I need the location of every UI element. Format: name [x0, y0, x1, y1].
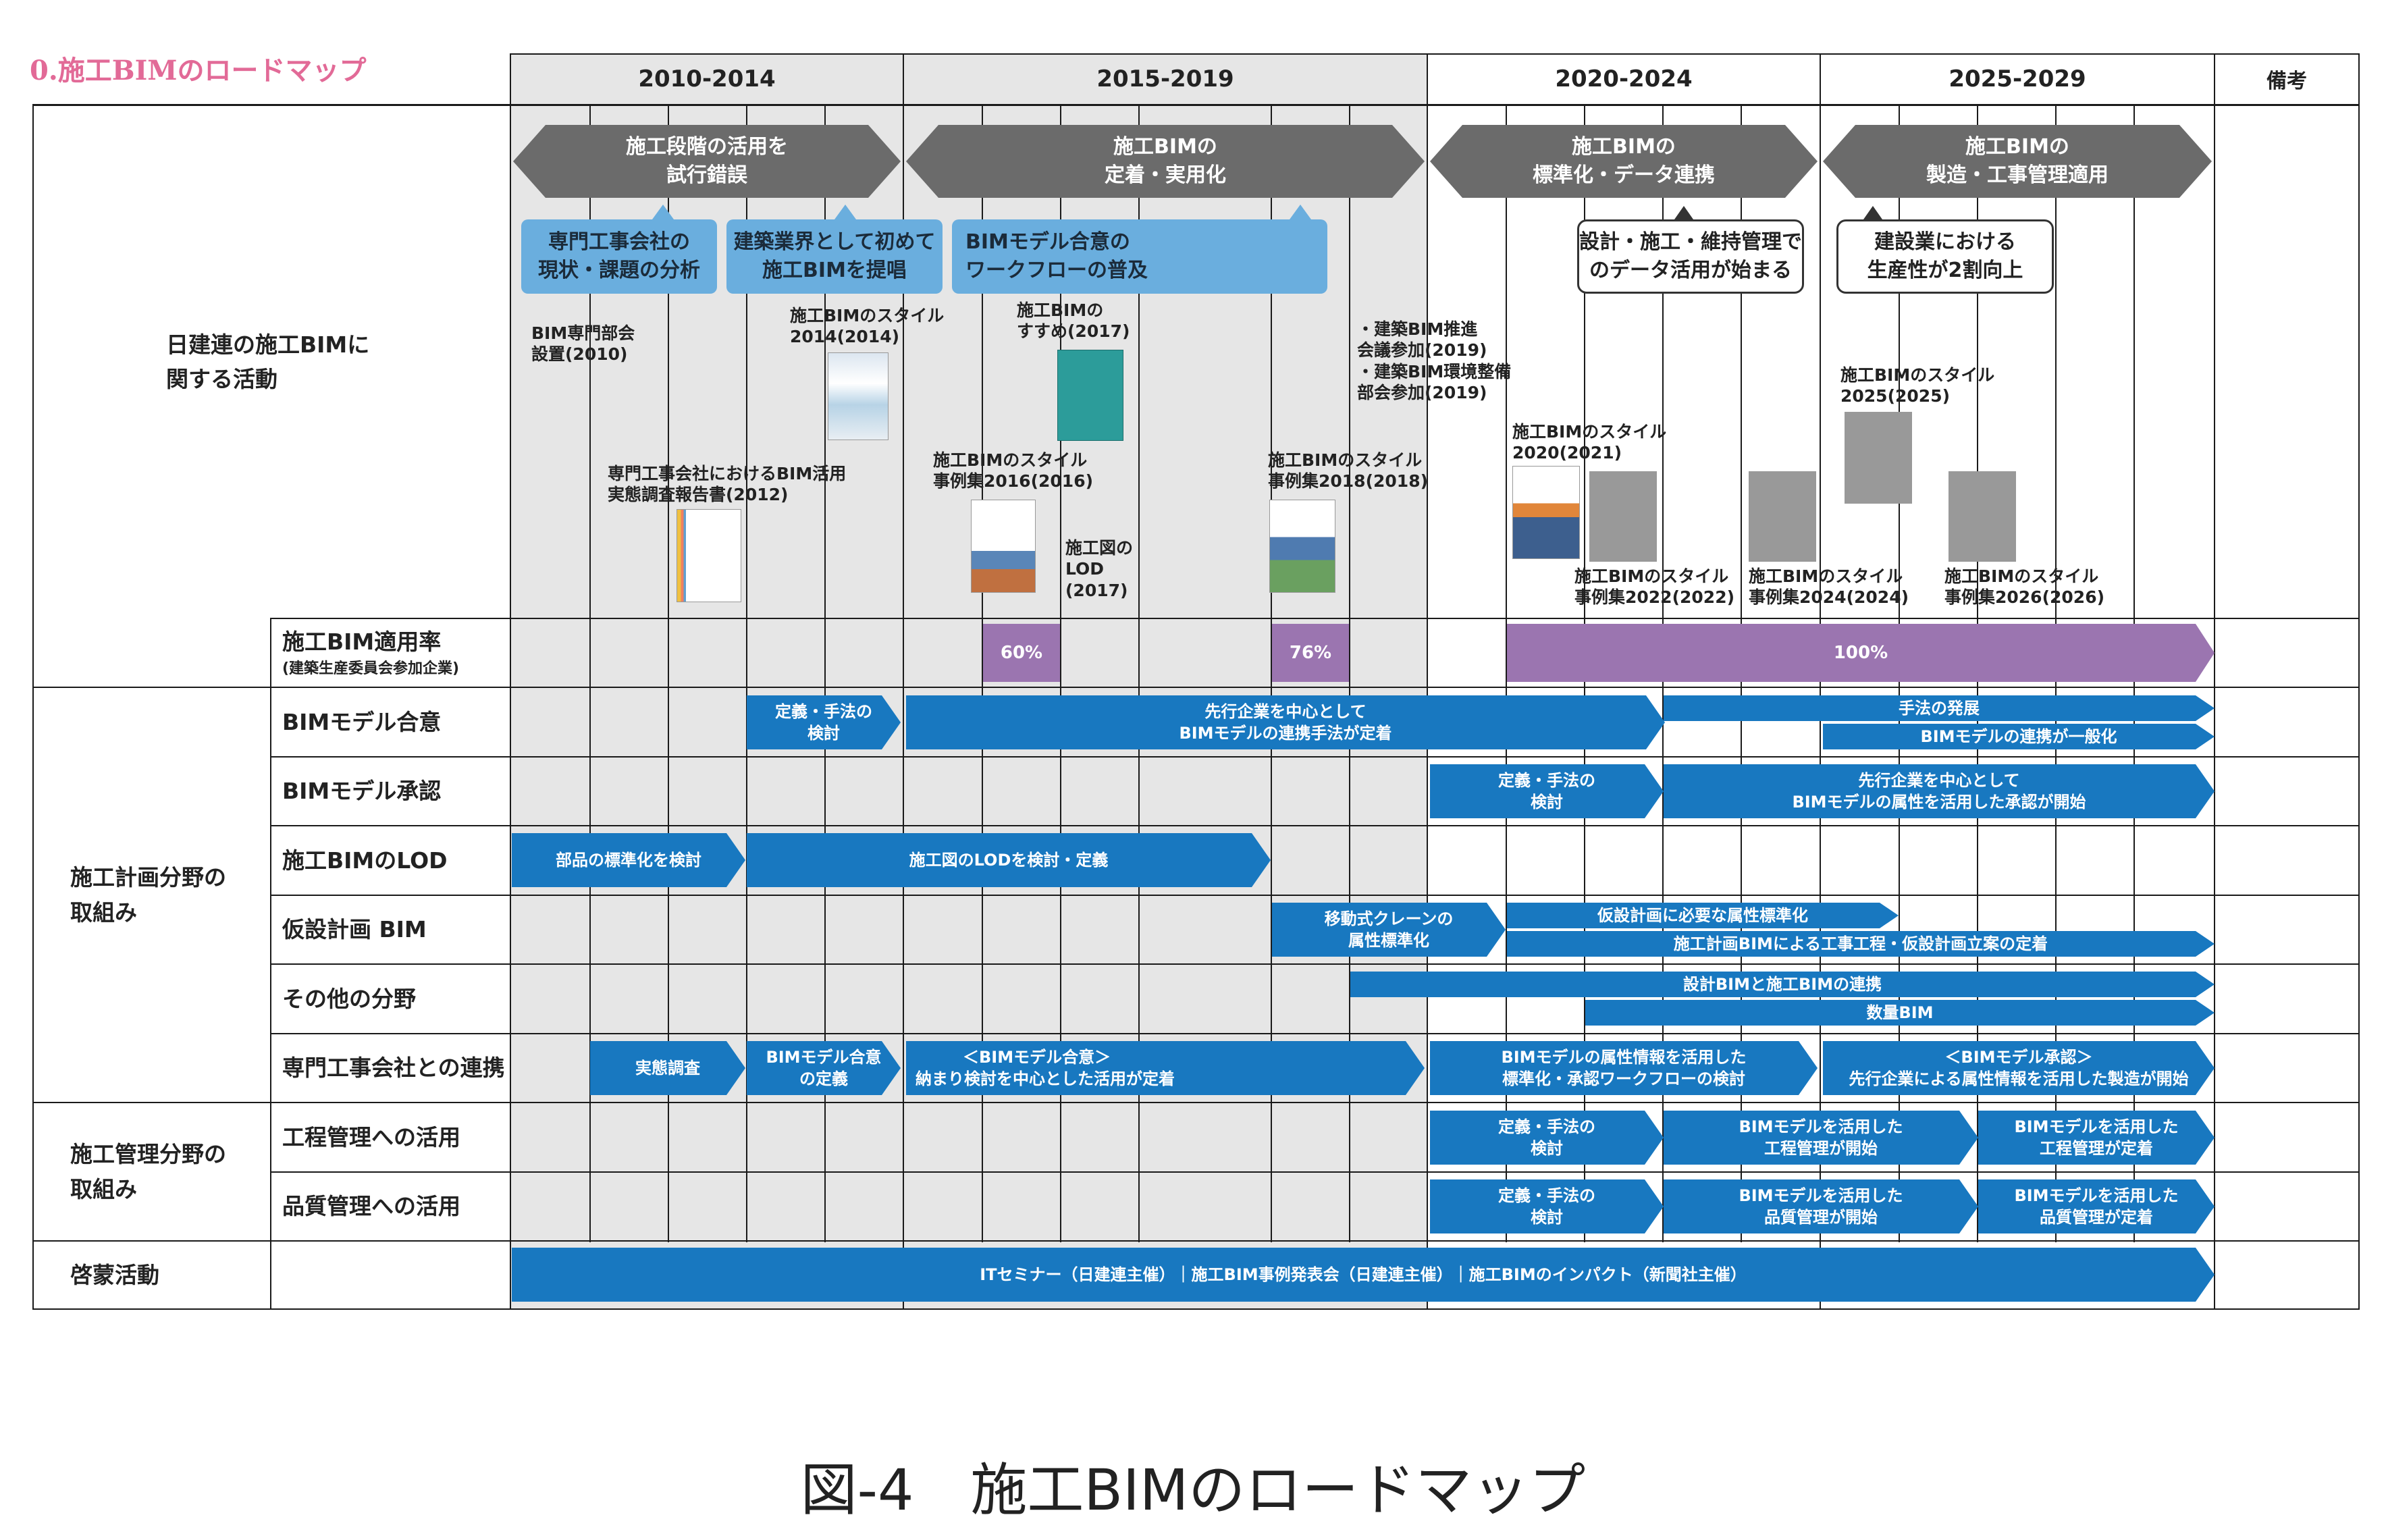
bar-sub-survey: 実態調査: [590, 1041, 745, 1095]
annotation-jirei2024: 施工BIMのスタイル事例集2024(2024): [1749, 566, 1909, 608]
annotation-jittai: 専門工事会社におけるBIM活用実態調査報告書(2012): [608, 464, 847, 505]
adoption-rate-2018: 76%: [1272, 624, 1349, 682]
figure-caption: 図-4 施工BIMのロードマップ: [800, 1457, 1586, 1523]
bar-quality-established: BIMモデルを活用した品質管理が定着: [1978, 1179, 2215, 1233]
header-2010-2014: 2010-2014: [638, 65, 776, 92]
annotation-suishin: ・建築BIM推進会議参加(2019)・建築BIM環境整備部会参加(2019): [1357, 319, 1512, 402]
bar-agree-general: BIMモデルの連携が一般化: [1823, 724, 2215, 749]
phase-arrow-standardize: 施工BIMの標準化・データ連携: [1430, 125, 1818, 198]
adoption-rate-2020: 100%: [1507, 624, 2215, 682]
bubble-workflow: BIMモデル合意のワークフローの普及: [952, 219, 1327, 294]
row-model-approve: BIMモデル承認: [282, 778, 442, 805]
annotation-bim-bukai: BIM専門部会設置(2010): [531, 323, 635, 365]
bar-other-quantity: 数量BIM: [1585, 1000, 2215, 1026]
bubble-data-usage: 設計・施工・維持管理でのデータ活用が始まる: [1577, 219, 1804, 294]
outline-bubble-tail: [1863, 206, 1882, 219]
phase-arrow-trial: 施工段階の活用を試行錯誤: [513, 125, 901, 198]
bar-lod-standardize: 部品の標準化を検討: [512, 833, 745, 887]
row-schedule: 工程管理への活用: [282, 1123, 460, 1150]
bubble-tail: [652, 205, 674, 219]
bar-sub-attribute-workflow: BIMモデルの属性情報を活用した標準化・承認ワークフローの検討: [1430, 1041, 1818, 1095]
header-2020-2024: 2020-2024: [1555, 65, 1693, 92]
header-2025-2029: 2025-2029: [1948, 65, 2086, 92]
bar-temp-crane: 移動式クレーンの属性標準化: [1272, 903, 1506, 957]
bar-sub-agree-define: BIMモデル合意の定義: [747, 1041, 901, 1095]
row-subcontractor: 専門工事会社との連携: [282, 1055, 505, 1082]
bar-temp-attributes: 仮設計画に必要な属性標準化: [1507, 903, 1899, 928]
outline-bubble-tail: [1674, 206, 1693, 219]
header-2015-2019: 2015-2019: [1096, 65, 1234, 92]
bar-sub-manufacture: ＜BIMモデル承認＞先行企業による属性情報を活用した製造が開始: [1823, 1041, 2215, 1095]
bubble-tail: [834, 205, 856, 219]
bar-agree-define: 定義・手法の検討: [747, 695, 901, 749]
phase-arrow-establish: 施工BIMの定着・実用化: [906, 125, 1425, 198]
annotation-jirei2022: 施工BIMのスタイル事例集2022(2022): [1574, 566, 1735, 608]
placeholder-jirei2022: [1589, 471, 1657, 562]
bar-approve-define: 定義・手法の検討: [1430, 764, 1664, 818]
cover-image-style2020: [1512, 466, 1580, 559]
row-lod: 施工BIMのLOD: [282, 847, 448, 874]
row-quality: 品質管理への活用: [282, 1193, 460, 1220]
cover-image-susume: [1057, 350, 1123, 441]
bubble-analysis: 専門工事会社の現状・課題の分析: [521, 219, 717, 294]
bar-quality-start: BIMモデルを活用した品質管理が開始: [1664, 1179, 1978, 1233]
annotation-jirei2026: 施工BIMのスタイル事例集2026(2026): [1944, 566, 2105, 608]
header-notes: 備考: [2266, 70, 2307, 93]
bubble-tail: [1290, 205, 1311, 219]
cover-image-jirei2016: [971, 500, 1036, 593]
group-awareness: 啓蒙活動: [70, 1261, 159, 1288]
bar-quality-define: 定義・手法の検討: [1430, 1179, 1664, 1233]
bar-schedule-start: BIMモデルを活用した工程管理が開始: [1664, 1111, 1978, 1165]
bar-sub-fit-check: ＜BIMモデル合意＞納まり検討を中心とした活用が定着: [906, 1041, 1425, 1095]
cover-image-style2014: [828, 352, 889, 440]
row-model-agree: BIMモデル合意: [282, 708, 442, 735]
group-nikkenren: 日建連の施工BIMに関する活動: [166, 331, 370, 392]
bar-agree-evolve: 手法の発展: [1664, 695, 2215, 721]
group-management: 施工管理分野の取組み: [70, 1141, 226, 1202]
placeholder-jirei2026: [1948, 471, 2016, 562]
bar-awareness: ITセミナー（日建連主催）｜施工BIM事例発表会（日建連主催）｜施工BIMのイン…: [512, 1248, 2215, 1302]
annotation-jirei2018: 施工BIMのスタイル事例集2018(2018): [1268, 450, 1429, 492]
row-temporary: 仮設計画 BIM: [282, 916, 427, 943]
group-planning: 施工計画分野の取組み: [70, 864, 226, 926]
bar-schedule-established: BIMモデルを活用した工程管理が定着: [1978, 1111, 2215, 1165]
cover-image-jittai: [677, 509, 741, 602]
bar-temp-planning: 施工計画BIMによる工事工程・仮設計画立案の定着: [1507, 931, 2215, 957]
bar-schedule-define: 定義・手法の検討: [1430, 1111, 1664, 1165]
bubble-propose: 建築業界として初めて施工BIMを提唱: [726, 219, 943, 294]
annotation-jirei2016: 施工BIMのスタイル事例集2016(2016): [933, 450, 1094, 492]
placeholder-style2025: [1845, 412, 1912, 504]
bubble-productivity: 建設業における生産性が2割向上: [1836, 219, 2054, 294]
placeholder-jirei2024: [1749, 471, 1816, 562]
page-title: 0.施工BIMのロードマップ: [30, 55, 367, 86]
bar-other-design-link: 設計BIMと施工BIMの連携: [1350, 972, 2215, 997]
annotation-susume: 施工BIMのすすめ(2017): [1017, 300, 1130, 342]
row-adoption-rate: 施工BIM適用率(建築生産委員会参加企業): [282, 629, 460, 677]
cover-image-jirei2018: [1269, 500, 1335, 593]
row-other: その他の分野: [282, 985, 416, 1012]
phase-arrow-manufacture: 施工BIMの製造・工事管理適用: [1823, 125, 2212, 198]
adoption-rate-2016: 60%: [983, 624, 1060, 682]
bar-lod-define: 施工図のLODを検討・定義: [747, 833, 1271, 887]
